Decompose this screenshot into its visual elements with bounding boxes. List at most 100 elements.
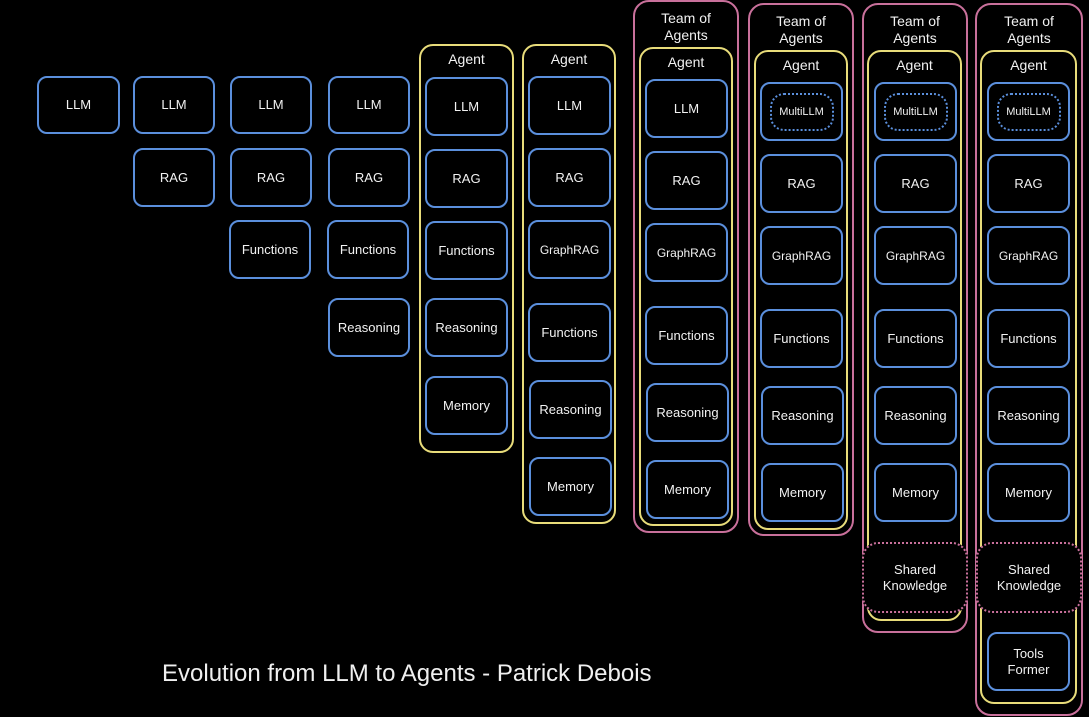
- col6-reasoning-box: Reasoning: [529, 380, 612, 439]
- col8-graphrag-box: GraphRAG: [760, 226, 843, 285]
- functions-label: Functions: [438, 242, 495, 258]
- team-label-line2: Agents: [664, 27, 708, 43]
- col10-reasoning-box: Reasoning: [987, 386, 1070, 445]
- col6-agent-frame: Agent: [522, 44, 616, 524]
- graphrag-label: GraphRAG: [656, 245, 717, 260]
- col7-agent-frame: Agent: [639, 47, 733, 526]
- functions-label: Functions: [773, 330, 830, 346]
- col8-multillm-box: MultiLLM: [760, 82, 843, 141]
- llm-label: LLM: [556, 97, 583, 113]
- team-label-line2: Agents: [779, 30, 823, 46]
- functions-label: Functions: [887, 330, 944, 346]
- col9-reasoning-box: Reasoning: [874, 386, 957, 445]
- agent-label: Agent: [667, 54, 705, 70]
- col10-rag-box: RAG: [987, 154, 1070, 213]
- functions-label: Functions: [241, 241, 299, 257]
- tools-label-line1: Tools: [1013, 645, 1044, 661]
- llm-label: LLM: [356, 97, 382, 112]
- team-label: Team of Agents: [750, 13, 852, 47]
- agent-label: Agent: [782, 57, 820, 73]
- col10-memory-box: Memory: [987, 463, 1070, 522]
- multillm-dotted-inner: MultiLLM: [769, 92, 834, 131]
- col4-rag-box: RAG: [328, 148, 410, 207]
- agent-label: Agent: [448, 51, 485, 67]
- col6-llm-box: LLM: [528, 76, 611, 135]
- col6-rag-box: RAG: [528, 148, 611, 207]
- col5-llm-box: LLM: [425, 77, 508, 136]
- col7-graphrag-box: GraphRAG: [645, 223, 728, 282]
- col1-llm-box: LLM: [37, 76, 120, 134]
- team-label-line2: Agents: [1007, 30, 1051, 46]
- multillm-dotted-inner: MultiLLM: [883, 92, 948, 131]
- col3-functions-box: Functions: [229, 220, 311, 279]
- team-label-line1: Team of: [890, 13, 940, 29]
- shared-label-line1: Shared: [894, 561, 936, 577]
- col9-team-frame: Team of Agents: [862, 3, 968, 633]
- shared-label-line2: Knowledge: [882, 577, 948, 593]
- team-label-line2: Agents: [893, 30, 937, 46]
- team-label-line1: Team of: [661, 10, 711, 26]
- col10-multillm-box: MultiLLM: [987, 82, 1070, 141]
- graphrag-label: GraphRAG: [539, 242, 600, 257]
- multillm-label: MultiLLM: [1006, 105, 1051, 118]
- col8-memory-box: Memory: [761, 463, 844, 522]
- graphrag-label: GraphRAG: [998, 248, 1059, 263]
- col2-llm-box: LLM: [133, 76, 215, 134]
- memory-label: Memory: [547, 478, 594, 494]
- llm-label: LLM: [161, 97, 187, 112]
- col10-team-frame: Team of Agents: [975, 3, 1083, 716]
- rag-label: RAG: [159, 169, 189, 185]
- rag-label: RAG: [452, 170, 481, 186]
- diagram-title: Evolution from LLM to Agents - Patrick D…: [162, 660, 652, 687]
- col6-memory-box: Memory: [529, 457, 612, 516]
- memory-label: Memory: [892, 484, 939, 500]
- col5-functions-box: Functions: [425, 221, 508, 280]
- functions-label: Functions: [541, 324, 598, 340]
- llm-label: LLM: [453, 98, 480, 114]
- functions-label: Functions: [339, 241, 397, 257]
- col8-reasoning-box: Reasoning: [761, 386, 844, 445]
- shared-label-line1: Shared: [1008, 561, 1050, 577]
- reasoning-label: Reasoning: [997, 407, 1060, 423]
- col7-functions-box: Functions: [645, 306, 728, 365]
- rag-label: RAG: [256, 169, 286, 185]
- llm-label: LLM: [65, 97, 92, 112]
- team-label: Team of Agents: [977, 13, 1081, 47]
- col9-memory-box: Memory: [874, 463, 957, 522]
- rag-label: RAG: [901, 175, 930, 191]
- col10-functions-box: Functions: [987, 309, 1070, 368]
- agent-label: Agent: [896, 57, 933, 73]
- functions-label: Functions: [658, 327, 715, 343]
- col4-functions-box: Functions: [327, 220, 409, 279]
- col3-llm-box: LLM: [230, 76, 312, 134]
- functions-label: Functions: [1000, 330, 1057, 346]
- col5-memory-box: Memory: [425, 376, 508, 435]
- col5-reasoning-box: Reasoning: [425, 298, 508, 357]
- col9-multillm-box: MultiLLM: [874, 82, 957, 141]
- col6-graphrag-box: GraphRAG: [528, 220, 611, 279]
- col7-reasoning-box: Reasoning: [646, 383, 729, 442]
- col9-functions-box: Functions: [874, 309, 957, 368]
- agent-label: Agent: [550, 51, 588, 67]
- memory-label: Memory: [443, 397, 490, 413]
- col10-agent-frame: Agent: [980, 50, 1077, 704]
- reasoning-label: Reasoning: [884, 407, 947, 423]
- reasoning-label: Reasoning: [435, 319, 498, 335]
- col9-rag-box: RAG: [874, 154, 957, 213]
- col8-team-frame: Team of Agents: [748, 3, 854, 536]
- team-label: Team of Agents: [864, 13, 966, 47]
- col10-graphrag-box: GraphRAG: [987, 226, 1070, 285]
- graphrag-label: GraphRAG: [885, 248, 946, 263]
- llm-label: LLM: [258, 97, 284, 112]
- col7-team-frame: Team of Agents: [633, 0, 739, 533]
- multillm-dotted-inner: MultiLLM: [996, 92, 1061, 131]
- col6-functions-box: Functions: [528, 303, 611, 362]
- team-label-line1: Team of: [776, 13, 826, 29]
- col9-graphrag-box: GraphRAG: [874, 226, 957, 285]
- col9-agent-frame: Agent: [867, 50, 962, 621]
- col7-llm-box: LLM: [645, 79, 728, 138]
- graphrag-label: GraphRAG: [771, 248, 832, 263]
